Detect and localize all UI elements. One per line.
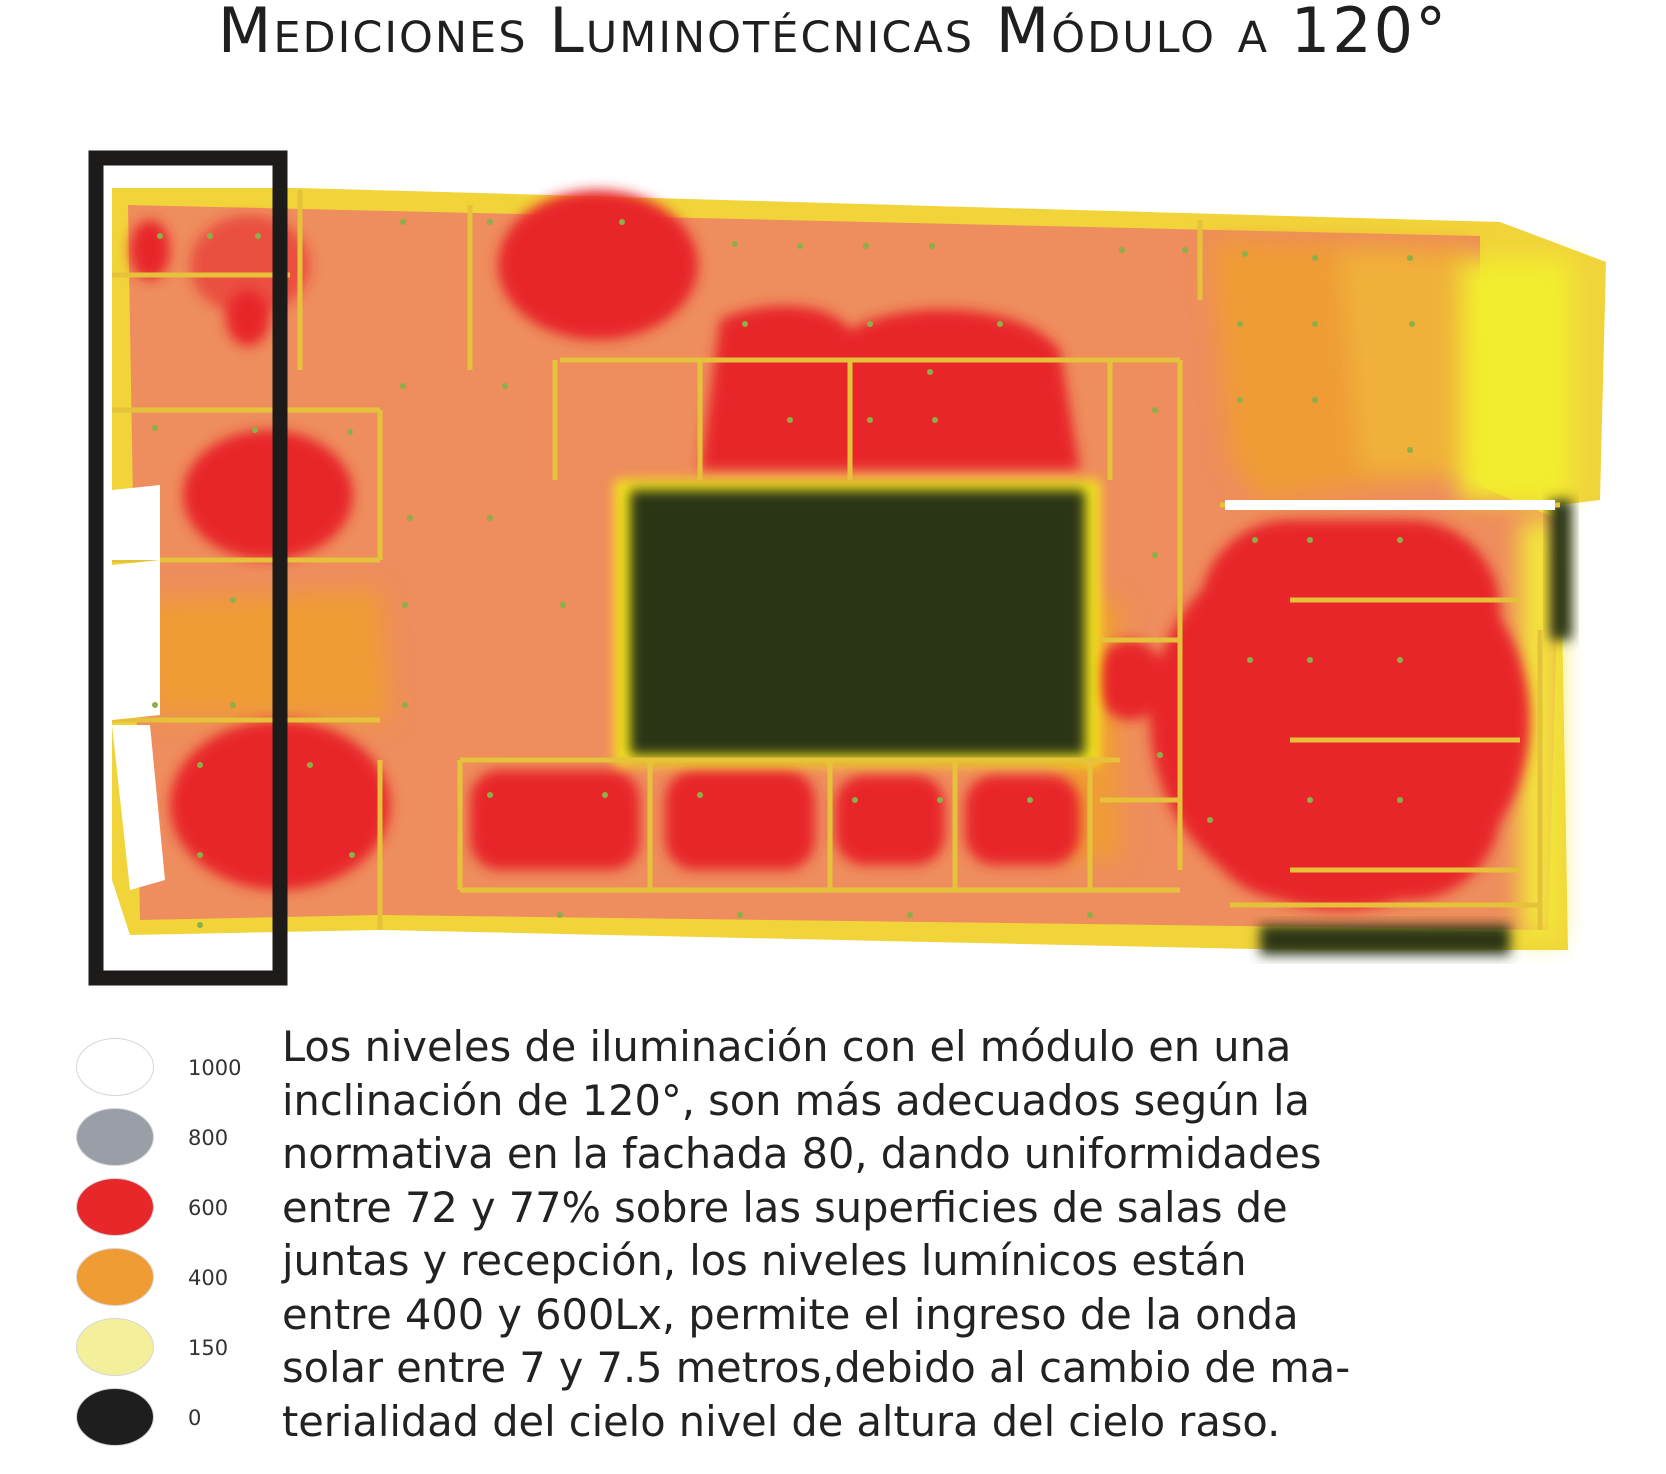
description-line: terialidad del cielo nivel de altura del…	[282, 1396, 1281, 1446]
description-line: normativa en la fachada 80, dando unifor…	[282, 1129, 1322, 1178]
legend-item-600: 600	[76, 1178, 296, 1238]
legend-label: 400	[188, 1266, 229, 1290]
measurement-points	[152, 219, 1415, 928]
legend-swatch	[76, 1038, 154, 1096]
legend-swatch	[76, 1248, 154, 1306]
page-title: Mediciones Luminotécnicas Módulo a 120°	[217, 0, 1449, 67]
legend-swatch	[76, 1388, 154, 1446]
facade-highlight-frame	[88, 150, 288, 986]
legend-label: 1000	[188, 1056, 242, 1080]
description-line: entre 72 y 77% sobre las superficies de …	[282, 1182, 1288, 1232]
illuminance-floor-plan	[88, 150, 1606, 986]
legend-label: 150	[188, 1336, 229, 1360]
analysis-description: Los niveles de iluminación con el módulo…	[282, 1020, 1642, 1448]
legend-item-0: 0	[76, 1388, 296, 1448]
description-line: inclinación de 120°, son más adecuados s…	[282, 1075, 1310, 1125]
legend-swatch	[76, 1318, 154, 1376]
legend-item-1000: 1000	[76, 1038, 296, 1098]
legend-item-150: 150	[76, 1318, 296, 1378]
legend-label: 600	[188, 1196, 229, 1220]
description-line: solar entre 7 y 7.5 metros,debido al cam…	[282, 1343, 1351, 1392]
zone-1000lx-voids	[112, 485, 1555, 890]
legend-label: 800	[188, 1126, 229, 1150]
zone-0lx-core	[615, 480, 1572, 955]
description-line: entre 400 y 600Lx, permite el ingreso de…	[282, 1289, 1299, 1339]
legend-label: 0	[188, 1406, 202, 1430]
legend-item-400: 400	[76, 1248, 296, 1308]
legend-swatch	[76, 1178, 154, 1236]
legend-item-800: 800	[76, 1108, 296, 1168]
description-line: juntas y recepción, los niveles lumínico…	[282, 1236, 1247, 1285]
legend-swatch	[76, 1108, 154, 1166]
description-line: Los niveles de iluminación con el módulo…	[282, 1022, 1292, 1071]
